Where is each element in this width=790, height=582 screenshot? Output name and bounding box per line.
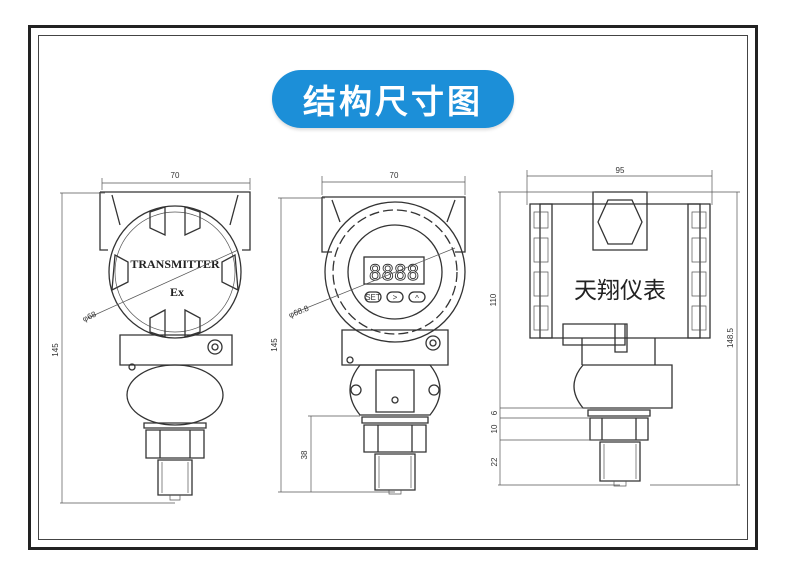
inner-frame	[38, 35, 748, 540]
dimension-22: 22	[490, 457, 499, 466]
housing-cover	[108, 205, 242, 339]
housing-height-dimension: 110	[489, 293, 498, 306]
svg-text:^: ^	[415, 294, 419, 303]
cable-entry	[592, 191, 648, 251]
thread	[374, 453, 416, 491]
process-body	[349, 364, 441, 416]
thread	[157, 459, 193, 496]
led-display	[363, 256, 425, 285]
housing-bracket	[99, 191, 251, 251]
hex-nut	[587, 409, 651, 441]
width-dimension: 95	[616, 166, 625, 175]
diameter-label: φ68	[81, 309, 98, 323]
up-button[interactable]	[408, 291, 426, 303]
dimension-6: 6	[490, 410, 499, 415]
housing-body	[539, 203, 701, 339]
dimension-10: 10	[490, 424, 499, 433]
height-dimension: 145	[270, 338, 279, 352]
housing-cover	[324, 201, 466, 343]
view-side: 天翔仪表 95 110 148.5 6 10 22	[489, 166, 740, 487]
brand-text: 天翔仪表	[574, 278, 666, 304]
width-dimension: 70	[171, 171, 180, 180]
total-height-dimension: 148.5	[726, 327, 735, 348]
process-body	[573, 364, 673, 409]
hex-nut	[143, 422, 207, 459]
height-dimension: 145	[51, 343, 60, 357]
view-front-display: 8888 SET > ^ φ68.8 70 145 38	[270, 171, 466, 495]
page-title: 结构尺寸图	[272, 70, 514, 128]
ex-label: Ex	[170, 285, 184, 299]
next-button[interactable]	[386, 291, 404, 303]
transmitter-label: TRANSMITTER	[130, 257, 220, 271]
thread	[599, 441, 641, 482]
diameter-label: φ68.8	[287, 304, 310, 320]
view-front-explosion-proof: TRANSMITTER Ex φ68 70 145	[51, 171, 251, 504]
connection-dimension: 38	[300, 450, 309, 459]
process-ball	[126, 364, 224, 426]
svg-text:>: >	[393, 293, 398, 302]
outer-frame	[28, 25, 758, 550]
svg-text:SET: SET	[365, 293, 381, 302]
hex-nut	[361, 416, 429, 453]
width-dimension: 70	[390, 171, 399, 180]
housing-bracket	[321, 196, 466, 253]
set-button[interactable]	[364, 291, 382, 303]
